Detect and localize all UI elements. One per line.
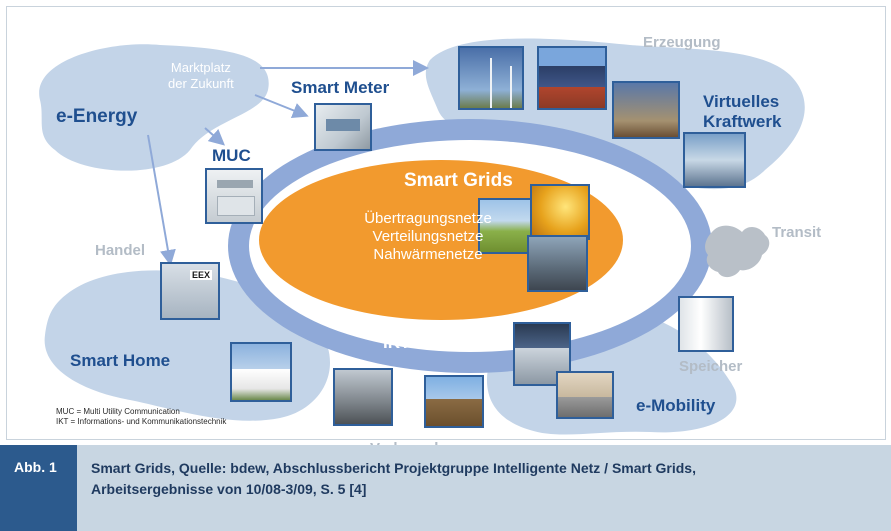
footnote-muc: MUC = Multi Utility Communication <box>56 407 180 416</box>
ikt-label: IKT <box>383 333 411 352</box>
virtuelles-line1: Virtuelles <box>703 92 780 111</box>
house-photo <box>230 342 292 402</box>
eex-trading-photo: EEX <box>160 262 220 320</box>
construction-photo <box>612 81 680 139</box>
smart-home-label: Smart Home <box>70 351 171 370</box>
e-energy-label: e-Energy <box>56 106 138 127</box>
virtuelles-line2: Kraftwerk <box>703 112 782 131</box>
speicher-label: Speicher <box>679 358 743 375</box>
tractor-photo <box>424 375 484 428</box>
arrow-to-smart-meter <box>254 94 309 118</box>
caption-tag: Abb. 1 <box>0 445 77 531</box>
caption-text: Smart Grids, Quelle: bdew, Abschlussberi… <box>91 458 871 500</box>
muc-photo <box>205 168 263 224</box>
electric-car-photo <box>556 371 614 419</box>
caption-line-1: Smart Grids, Quelle: bdew, Abschlussberi… <box>91 460 696 476</box>
grid-types: Übertragungsnetze Verteilungsnetze Nahwä… <box>328 210 528 264</box>
marktplatz-line2: der Zukunft <box>168 76 234 91</box>
grid-type-1: Übertragungsnetze <box>364 210 492 227</box>
virtuelles-kraftwerk-label: Virtuelles Kraftwerk <box>703 92 781 132</box>
muc-label: MUC <box>212 146 251 165</box>
dam-photo <box>683 132 746 188</box>
europe-map <box>705 225 770 278</box>
storage-tank-photo <box>678 296 734 352</box>
solar-roof-photo <box>537 46 607 110</box>
smart-grids-label: Smart Grids <box>404 170 513 191</box>
grid-type-3: Nahwärmenetze <box>373 246 483 263</box>
power-lines-photo <box>530 184 590 240</box>
handel-label: Handel <box>95 242 146 259</box>
caption-line-2: Arbeitsergebnisse von 10/08-3/09, S. 5 [… <box>91 481 367 497</box>
footnote-ikt: IKT = Informations- und Kommunikationste… <box>56 417 227 426</box>
wind-turbines-photo <box>458 46 524 110</box>
caption-bar: Abb. 1 Smart Grids, Quelle: bdew, Abschl… <box>0 445 891 531</box>
arrow-to-smart-home <box>147 134 176 266</box>
e-mobility-label: e-Mobility <box>636 396 716 415</box>
caption-tag-text: Abb. 1 <box>14 459 57 475</box>
building-photo <box>333 368 393 426</box>
transit-label: Transit <box>772 224 822 241</box>
arrow-to-muc <box>204 127 225 146</box>
smart-meter-label: Smart Meter <box>291 78 390 97</box>
smart-meter-photo <box>314 103 372 151</box>
eex-label: EEX <box>190 270 213 280</box>
marktplatz-line1: Marktplatz <box>170 60 231 75</box>
e-energy-cloud <box>39 44 269 171</box>
marktplatz-label: Marktplatz der Zukunft <box>168 60 234 92</box>
erzeugung-label: Erzeugung <box>643 34 721 51</box>
grid-type-2: Verteilungsnetze <box>372 228 484 245</box>
substation-photo <box>527 235 588 292</box>
